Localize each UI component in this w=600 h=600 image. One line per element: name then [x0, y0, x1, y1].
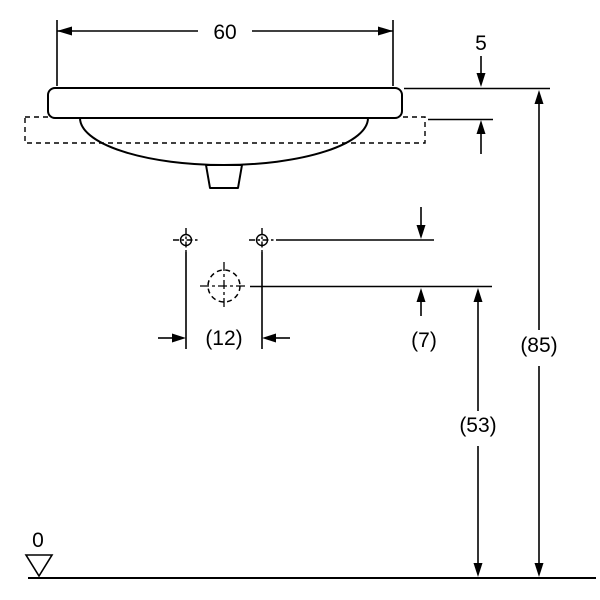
arrowhead-down-icon [473, 563, 483, 577]
arrowhead-up-icon [476, 120, 486, 134]
basin-rim [47, 87, 403, 119]
arrowhead-down-icon [534, 563, 544, 577]
rim-height-label: 5 [475, 32, 487, 55]
floor-level-label: 0 [32, 529, 44, 552]
arrowhead-right-icon [378, 26, 393, 36]
fixing-holes [173, 228, 275, 252]
basin [47, 87, 403, 189]
hole-spacing-label: (12) [205, 327, 242, 350]
arrowhead-up-icon [534, 90, 544, 104]
drain-offset-dimension [250, 207, 492, 316]
fixing-hole-right [249, 228, 275, 252]
arrowhead-left-icon [262, 333, 276, 343]
rim-height-dimension [428, 56, 493, 154]
floor-datum-triangle-icon [24, 554, 54, 578]
width-dimension [56, 20, 394, 86]
drain-offset-label: (7) [411, 329, 437, 352]
arrowhead-down-icon [476, 73, 486, 87]
fixing-hole-left [173, 228, 199, 252]
basin-bowl [79, 117, 369, 166]
drain-height-label: (53) [459, 414, 496, 437]
arrowhead-up-icon [473, 288, 483, 302]
basin-drain [205, 164, 243, 189]
arrowhead-down-icon [416, 225, 426, 239]
arrowhead-left-icon [57, 26, 72, 36]
hole-spacing-dimension [158, 252, 290, 349]
drain-outlet-mark [200, 262, 248, 310]
drain-height-dimension [473, 288, 483, 577]
width-label: 60 [213, 21, 236, 44]
overall-height-dimension [404, 87, 550, 577]
arrowhead-right-icon [172, 333, 186, 343]
arrowhead-up-icon [416, 288, 426, 302]
overall-height-label: (85) [520, 334, 557, 357]
